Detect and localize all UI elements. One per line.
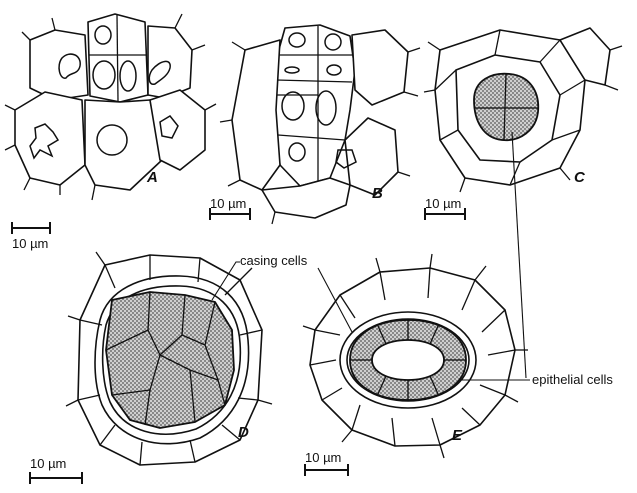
panel-b: B 10 µm xyxy=(210,25,420,224)
panel-e-scale-text: 10 µm xyxy=(305,450,341,465)
panel-c-label: C xyxy=(574,169,586,186)
panel-b-scale-bar: 10 µm xyxy=(210,196,250,220)
panel-a-scale-text: 10 µm xyxy=(12,236,48,251)
panel-c-cells xyxy=(424,28,622,192)
panel-e-label: E xyxy=(452,427,463,444)
panel-d-scale-text: 10 µm xyxy=(30,456,66,471)
panel-e-scale-bar: 10 µm xyxy=(305,450,348,476)
panel-d-epithelial-cells xyxy=(106,292,234,428)
panel-a-cells xyxy=(5,14,216,200)
panel-d-label: D xyxy=(238,424,249,441)
casing-cells-label: casing cells xyxy=(240,253,308,268)
panel-c: C 10 µm xyxy=(424,28,622,220)
panel-d: D 10 µm xyxy=(30,252,272,484)
panel-c-scale-text: 10 µm xyxy=(425,196,461,211)
panel-a-label: A xyxy=(146,169,158,186)
panel-c-scale-bar: 10 µm xyxy=(425,196,465,220)
panel-b-cells xyxy=(220,25,420,224)
epithelial-cells-label: epithelial cells xyxy=(532,372,613,387)
panel-b-scale-text: 10 µm xyxy=(210,196,246,211)
panel-e-outer-cells xyxy=(303,254,528,458)
panel-e: E 10 µm xyxy=(303,254,528,476)
panel-b-label: B xyxy=(372,185,383,202)
panel-a: A 10 µm xyxy=(5,14,216,251)
panel-a-scale-bar: 10 µm xyxy=(12,222,50,251)
panel-d-scale-bar: 10 µm xyxy=(30,456,82,484)
